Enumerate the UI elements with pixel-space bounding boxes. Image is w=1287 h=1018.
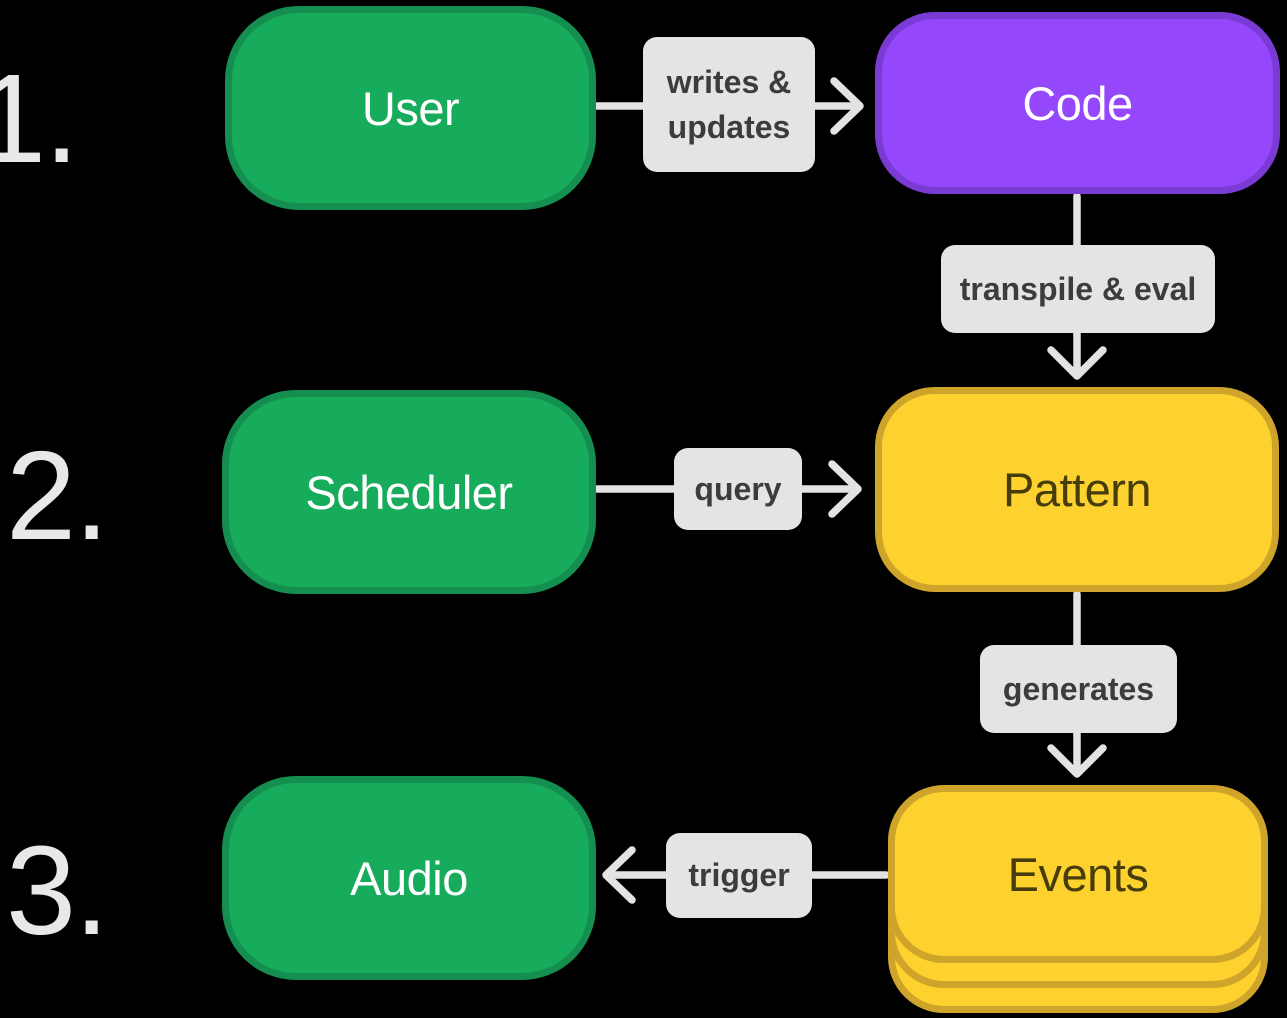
node-user-label: User xyxy=(361,81,460,135)
edge-label-line: writes & xyxy=(666,64,792,101)
node-code: Code xyxy=(875,12,1280,194)
edge-label-trigger: trigger xyxy=(666,833,812,918)
step-number-3: 3. xyxy=(6,820,109,961)
node-scheduler: Scheduler xyxy=(222,390,596,594)
edge-label-line: transpile & eval xyxy=(959,270,1197,307)
edge-label-line: trigger xyxy=(688,857,790,894)
node-events-label: Events xyxy=(1007,847,1149,901)
node-audio: Audio xyxy=(222,776,596,980)
edge-label-generates: generates xyxy=(980,645,1177,733)
arrow-head-right-icon xyxy=(828,460,862,518)
edge-label-transpile-eval: transpile & eval xyxy=(941,245,1215,333)
edge-label-line: generates xyxy=(1002,670,1155,707)
arrow-head-right-icon xyxy=(830,77,864,135)
step-number-2: 2. xyxy=(6,425,109,566)
node-user: User xyxy=(225,6,596,210)
edge-label-query: query xyxy=(674,448,802,530)
edge-label-line: query xyxy=(694,470,782,507)
edge-label-writes-updates: writes & updates xyxy=(643,37,815,172)
node-audio-label: Audio xyxy=(350,851,468,905)
node-code-label: Code xyxy=(1022,76,1133,130)
node-pattern-label: Pattern xyxy=(1002,463,1152,516)
node-scheduler-label: Scheduler xyxy=(305,465,513,519)
arrow-head-down-icon xyxy=(1047,346,1107,380)
arrow-head-down-icon xyxy=(1047,744,1107,778)
node-pattern: Pattern xyxy=(875,387,1279,592)
edge-label-line: updates xyxy=(667,108,791,145)
node-events: Events xyxy=(888,785,1268,963)
arrow-head-left-icon xyxy=(602,846,636,904)
step-number-1: 1. xyxy=(0,48,79,189)
